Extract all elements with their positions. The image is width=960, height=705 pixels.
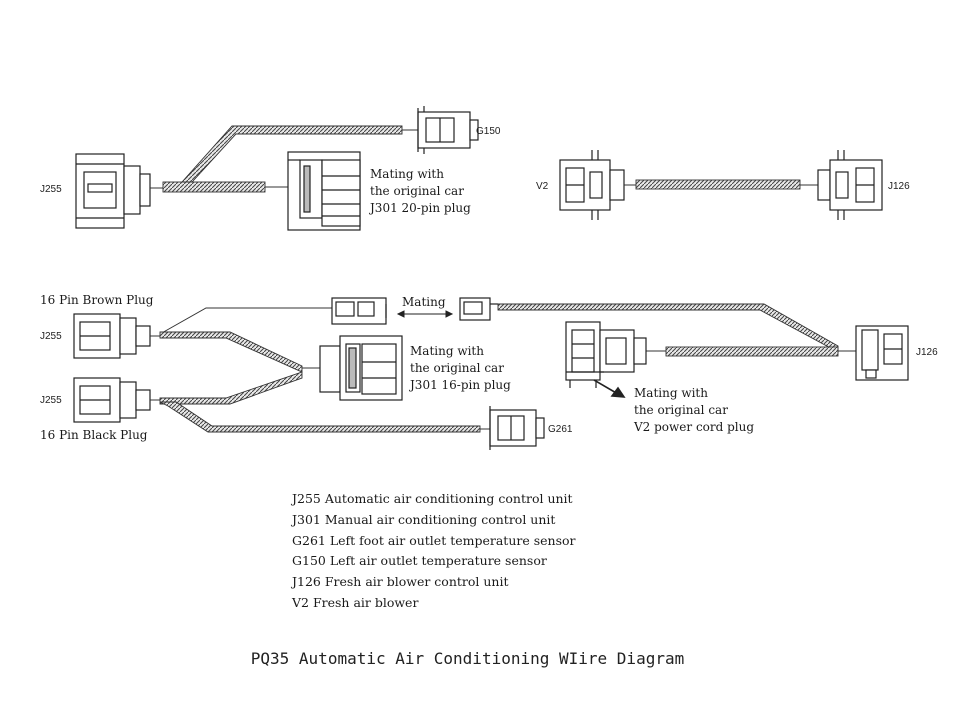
legend-item: J255 Automatic air conditioning control … xyxy=(292,491,573,506)
brown-plug-label: 16 Pin Brown Plug xyxy=(40,293,154,307)
j255-brown-connector xyxy=(73,313,151,359)
g261-label: G261 xyxy=(548,424,573,435)
legend-item: V2 Fresh air blower xyxy=(292,594,419,610)
v2-plug-arrow xyxy=(593,379,626,398)
j255-black-label: J255 xyxy=(40,395,62,406)
g150-connector xyxy=(417,106,479,154)
j126-bottom-label: J126 xyxy=(916,347,938,358)
g261-connector xyxy=(489,406,545,450)
small-mating-plug-left xyxy=(331,297,387,325)
j255-top-connector xyxy=(75,153,151,229)
mating-arrow xyxy=(396,310,454,318)
top-left-harness xyxy=(162,125,403,193)
legend-item: J301 Manual air conditioning control uni… xyxy=(292,511,556,527)
black-plug-label: 16 Pin Black Plug xyxy=(40,428,148,442)
small-mating-plug-right xyxy=(459,297,498,321)
diagram-title: PQ35 Automatic Air Conditioning WIire Di… xyxy=(250,649,685,668)
g150-label: G150 xyxy=(476,126,501,137)
j301-20pin-note: Mating with the original car J301 20-pin… xyxy=(370,167,471,215)
v2-plug-note: Mating with the original car V2 power co… xyxy=(634,386,755,434)
legend-item: J126 Fresh air blower control unit xyxy=(292,574,509,590)
mating-label: Mating xyxy=(402,295,446,309)
legend-item: G150 Left air outlet temperature sensor xyxy=(292,553,547,569)
j126-top-label: J126 xyxy=(888,181,910,192)
bottom-right-harness xyxy=(497,303,839,357)
legend-item: G261 Left foot air outlet temperature se… xyxy=(292,532,576,548)
j301-16pin-note: Mating with the original car J301 16-pin… xyxy=(410,344,511,392)
wire xyxy=(159,307,332,335)
j301-16pin-plug xyxy=(319,335,403,401)
j126-bottom-connector xyxy=(855,325,909,381)
v2-label: V2 xyxy=(536,181,549,192)
j255-black-connector xyxy=(73,377,151,423)
j255-brown-label: J255 xyxy=(40,331,62,342)
v2-j126-harness xyxy=(635,179,801,190)
v2-power-cord-plug xyxy=(565,321,647,388)
j126-top-connector xyxy=(817,150,883,220)
v2-connector xyxy=(559,150,625,220)
legend: J255 Automatic air conditioning control … xyxy=(292,489,576,614)
j301-20pin-plug xyxy=(287,151,361,231)
j255-top-label: J255 xyxy=(40,184,62,195)
